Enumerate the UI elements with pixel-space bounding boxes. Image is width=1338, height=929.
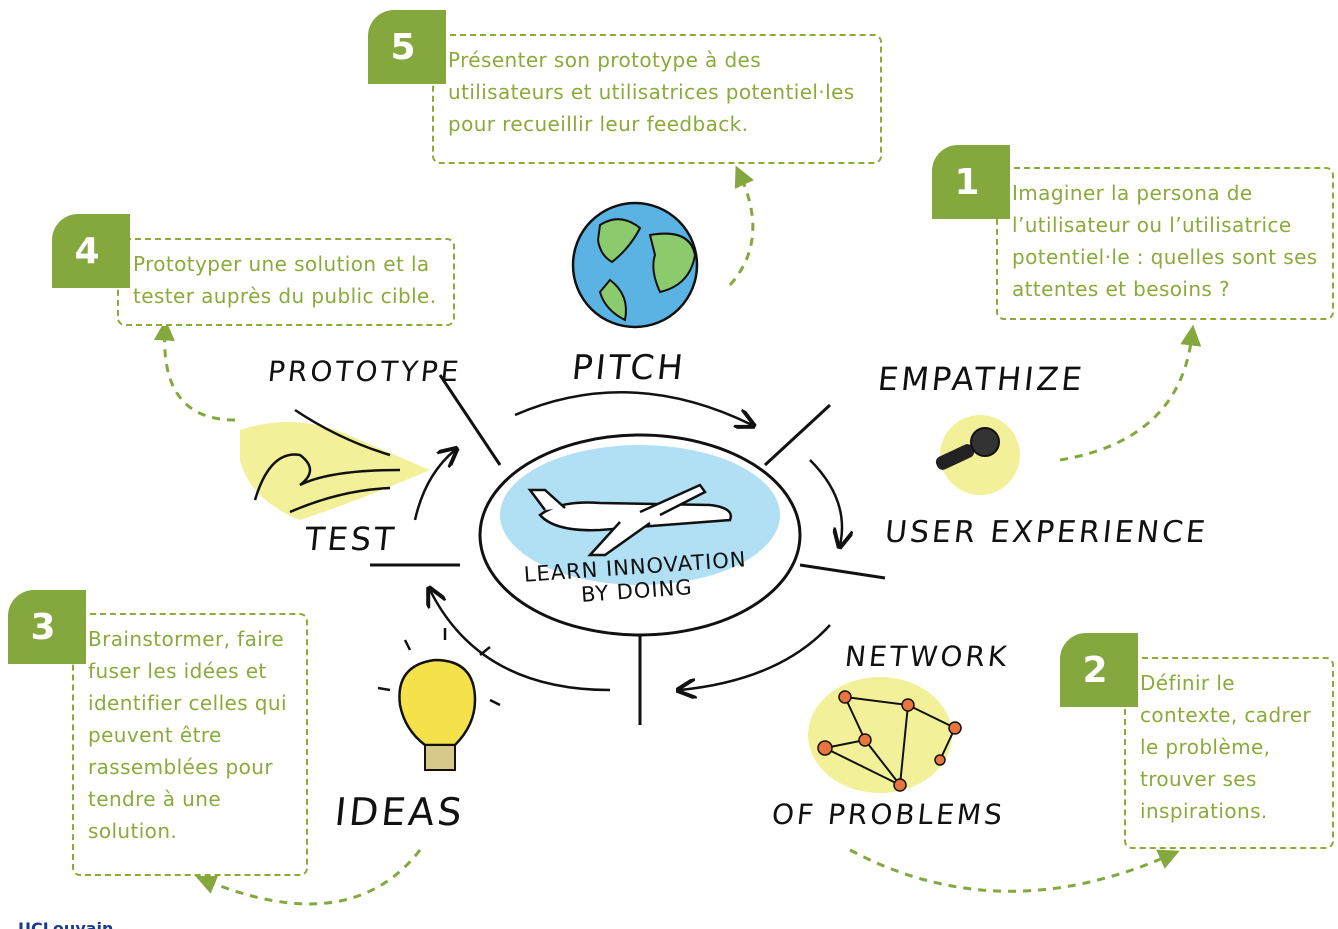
uclouvain-logo: UCLouvain <box>18 919 114 929</box>
step-3-badge: 3 <box>8 590 86 664</box>
step-2-badge: 2 <box>1060 633 1138 707</box>
label-user-experience: USER EXPERIENCE <box>883 515 1210 550</box>
airplane-icon <box>527 483 733 557</box>
lightbulb-icon <box>377 628 501 771</box>
spokes <box>370 374 886 725</box>
step-connectors <box>153 165 1202 906</box>
step-4-box: Prototyper une solution et la tester aup… <box>117 238 455 326</box>
step-5-box: Présenter son prototype à des utilisateu… <box>432 34 882 164</box>
network-icon <box>808 677 962 793</box>
globe-icon <box>571 201 699 329</box>
step-3-box: Brainstormer, faire fuser les idées et i… <box>72 613 308 876</box>
label-test: TEST <box>303 520 399 558</box>
label-of-problems: OF PROBLEMS <box>770 798 1007 831</box>
microphone-icon <box>935 415 1020 495</box>
step-3-text: Brainstormer, faire fuser les idées et i… <box>88 627 287 843</box>
step-5-badge: 5 <box>368 10 446 84</box>
step-2-text: Définir le contexte, cadrer le problème,… <box>1140 671 1312 823</box>
step-1-box: Imaginer la persona de l’utilisateur ou … <box>996 167 1334 320</box>
label-network: NETWORK <box>843 640 1012 673</box>
step-1-badge: 1 <box>932 145 1010 219</box>
label-pitch: PITCH <box>569 348 688 388</box>
label-prototype: PROTOTYPE <box>266 355 464 388</box>
step-4-text: Prototyper une solution et la tester aup… <box>133 252 437 308</box>
cycle-arrows <box>413 391 842 690</box>
label-ideas: IDEAS <box>332 790 467 834</box>
label-empathize: EMPATHIZE <box>876 360 1087 398</box>
step-1-text: Imaginer la persona de l’utilisateur ou … <box>1012 181 1318 301</box>
step-5-text: Présenter son prototype à des utilisateu… <box>448 48 855 136</box>
step-2-box: Définir le contexte, cadrer le problème,… <box>1124 657 1334 849</box>
prototype-sketch <box>240 408 430 520</box>
step-4-badge: 4 <box>52 214 130 288</box>
